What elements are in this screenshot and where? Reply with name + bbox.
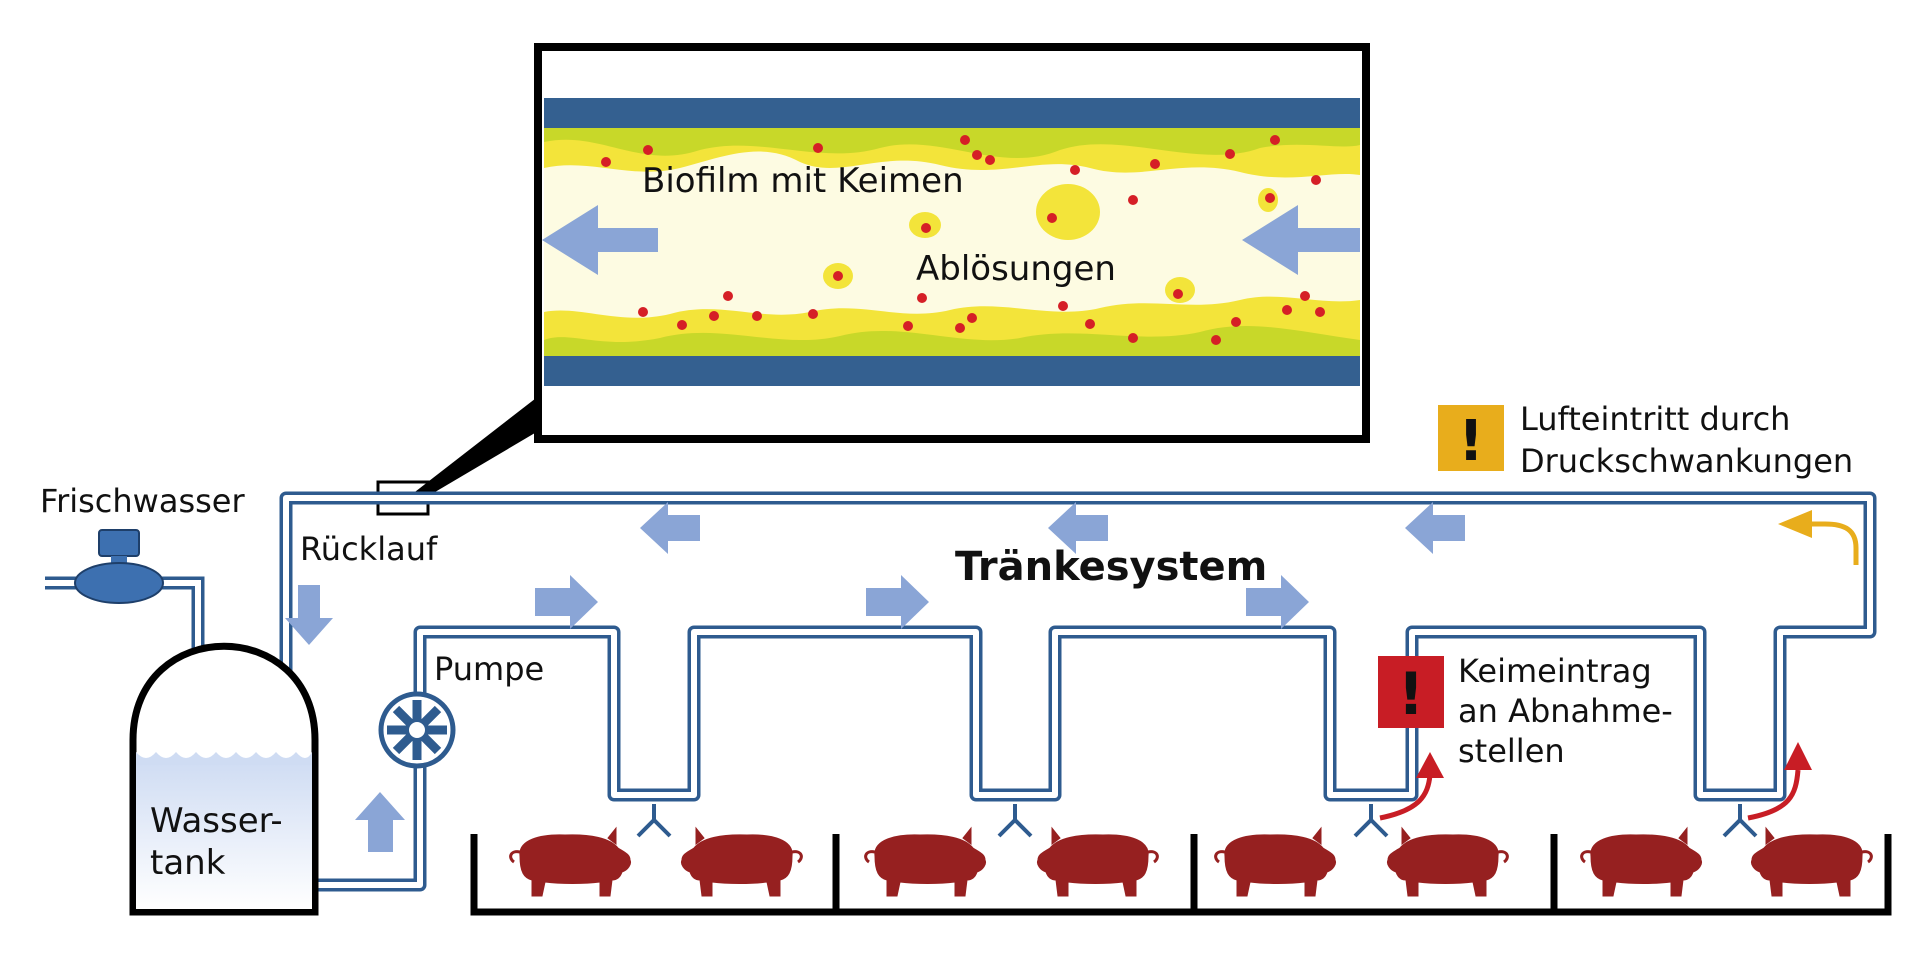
germ-entry-arrows [1379, 742, 1812, 821]
drinking-nipple-icon [636, 802, 1758, 838]
air-warning-line1: Lufteintritt durch [1520, 400, 1790, 438]
warning-icon: ! [1378, 656, 1444, 728]
diagram-title: Tränkesystem [955, 544, 1267, 590]
return-flow-arrows [640, 502, 1465, 554]
water-meter-icon [74, 529, 164, 604]
germ-warning-line1: Keimeintrag [1458, 652, 1652, 690]
air-warning-line2: Druckschwankungen [1520, 442, 1853, 480]
tank-label-line1: Wasser- [150, 801, 283, 841]
tank-label-line2: tank [150, 843, 226, 883]
pen-outline [470, 834, 1892, 916]
pump-label: Pumpe [434, 650, 544, 688]
supply-flow-arrows [535, 575, 1309, 629]
water-tank [129, 642, 319, 916]
germ-dots [601, 135, 1325, 345]
biofilm-label: Biofilm mit Keimen [642, 161, 964, 201]
fresh-water-label: Frischwasser [40, 482, 245, 520]
flow-arrow-zoom-left [542, 205, 658, 275]
warning-symbol-germ: ! [1398, 660, 1424, 728]
pump-icon [378, 691, 456, 769]
flow-arrow-zoom-right [1242, 205, 1360, 275]
flow-arrow-down-return [285, 585, 333, 645]
detachments-label: Ablösungen [916, 249, 1116, 289]
callout-connector [411, 395, 540, 495]
warning-symbol-air: ! [1458, 409, 1484, 474]
germ-warning-line3: stellen [1458, 732, 1565, 770]
pipe-zoom-panel: Biofilm mit Keimen Ablösungen [534, 43, 1370, 443]
germ-warning-line2: an Abnahme- [1458, 692, 1673, 730]
flow-arrow-up-pump [355, 792, 405, 852]
air-arrow [1810, 521, 1859, 565]
warning-icon: ! [1438, 405, 1504, 474]
return-line-label: Rücklauf [300, 530, 438, 568]
